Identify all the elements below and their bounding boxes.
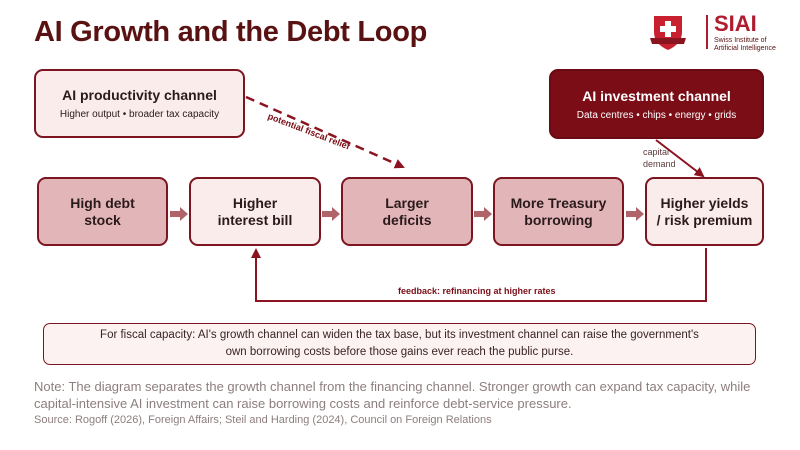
flow-box-higher-yields: Higher yields / risk premium: [645, 177, 764, 246]
ai-investment-channel-box: AI investment channel Data centres • chi…: [549, 69, 764, 139]
logo-divider: [706, 15, 708, 49]
swiss-shield-icon: [650, 16, 686, 50]
flow-box-label-line2: stock: [84, 211, 121, 228]
flow-box-label-line1: Larger: [385, 194, 429, 211]
flow-arrow-icon: [474, 207, 492, 221]
investment-channel-title: AI investment channel: [582, 87, 731, 104]
flow-box-label-line2: deficits: [382, 211, 432, 228]
feedback-label: feedback: refinancing at higher rates: [398, 286, 556, 296]
logo-subtitle: Swiss Institute of Artificial Intelligen…: [714, 37, 776, 53]
logo-name: SIAI: [714, 11, 757, 36]
page-title: AI Growth and the Debt Loop: [34, 16, 428, 48]
flow-box-label-line1: Higher: [232, 194, 278, 211]
capital-demand-label: capital demand: [643, 146, 676, 170]
flow-box-label-line1: High debt: [70, 194, 135, 211]
logo-subtitle-line2: Artificial Intelligence: [714, 45, 776, 52]
fiscal-relief-label: potential fiscal relief: [266, 111, 352, 152]
flow-arrow-icon: [170, 207, 188, 221]
fiscal-capacity-callout: For fiscal capacity: AI's growth channel…: [43, 323, 756, 365]
productivity-channel-subtitle: Higher output • broader tax capacity: [59, 109, 220, 120]
logo-subtitle-line1: Swiss Institute of: [714, 37, 767, 44]
flow-box-larger-deficits: Larger deficits: [341, 177, 473, 246]
flow-arrow-icon: [626, 207, 644, 221]
diagram-note: Note: The diagram separates the growth c…: [34, 379, 751, 411]
flow-arrow-icon: [322, 207, 340, 221]
ai-productivity-channel-box: AI productivity channel Higher output • …: [34, 69, 245, 138]
flow-box-label-line2: interest bill: [217, 211, 293, 228]
flow-box-label-line1: Higher yields: [660, 194, 749, 211]
callout-line2: own borrowing costs before those gains e…: [225, 346, 574, 358]
siai-logo: SIAI Swiss Institute of Artificial Intel…: [644, 11, 776, 56]
source-citation: Source: Rogoff (2026), Foreign Affairs; …: [34, 414, 492, 426]
flow-box-more-treasury-borrowing: More Treasury borrowing: [493, 177, 624, 246]
flow-box-label-line2: / risk premium: [656, 211, 753, 228]
capital-demand-label-line2: demand: [643, 159, 676, 169]
flow-box-higher-interest-bill: Higher interest bill: [189, 177, 321, 246]
flow-box-high-debt-stock: High debt stock: [37, 177, 168, 246]
flow-box-label-line1: More Treasury: [510, 194, 607, 211]
callout-line1: For fiscal capacity: AI's growth channel…: [100, 329, 699, 341]
flow-box-label-line2: borrowing: [524, 211, 593, 228]
capital-demand-label-line1: capital: [643, 147, 670, 157]
productivity-channel-title: AI productivity channel: [62, 87, 217, 103]
investment-channel-subtitle: Data centres • chips • energy • grids: [576, 109, 737, 121]
